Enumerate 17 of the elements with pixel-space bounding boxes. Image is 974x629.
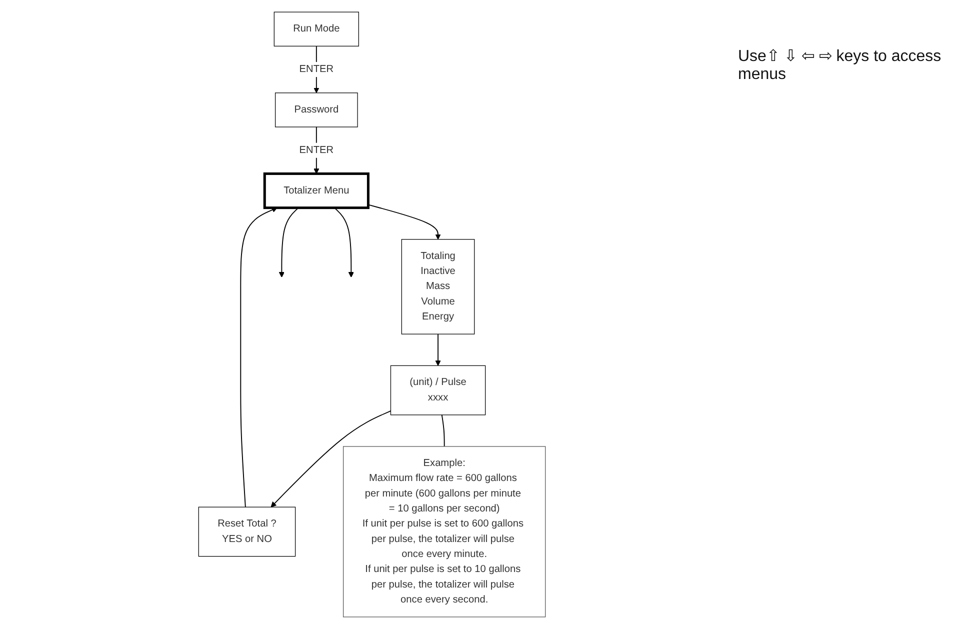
note-text: Use⇧ ⇩ ⇦ ⇨ keys to access menus <box>738 47 942 84</box>
arrow <box>270 410 392 508</box>
edge-label: ENTER <box>299 144 334 156</box>
node-box: (unit) / Pulse xxxx <box>390 365 486 416</box>
node-box: Reset Total ? YES or NO <box>198 506 296 557</box>
edge-label: ENTER <box>299 64 334 75</box>
node-box: Password <box>275 92 358 128</box>
node-box: Example: Maximum flow rate = 600 gallons per minute (600 gallons per minute = 10 gallons per second) If unit per pulse is set to 600 gallons per pulse, the totalizer will pulse once every minute. If unit per pulse is set to 10 gallons per pulse, the totalizer will pulse once every second. <box>343 446 546 618</box>
node-box: Totalizer Menu <box>263 172 370 210</box>
node-box: Run Mode <box>274 12 359 46</box>
arrow <box>334 207 354 278</box>
arrow <box>278 207 299 278</box>
arrow <box>240 207 278 508</box>
node-box: Totaling Inactive Mass Volume Energy <box>401 239 475 334</box>
arrow <box>435 334 441 366</box>
connector <box>441 414 445 447</box>
arrow <box>368 204 441 240</box>
